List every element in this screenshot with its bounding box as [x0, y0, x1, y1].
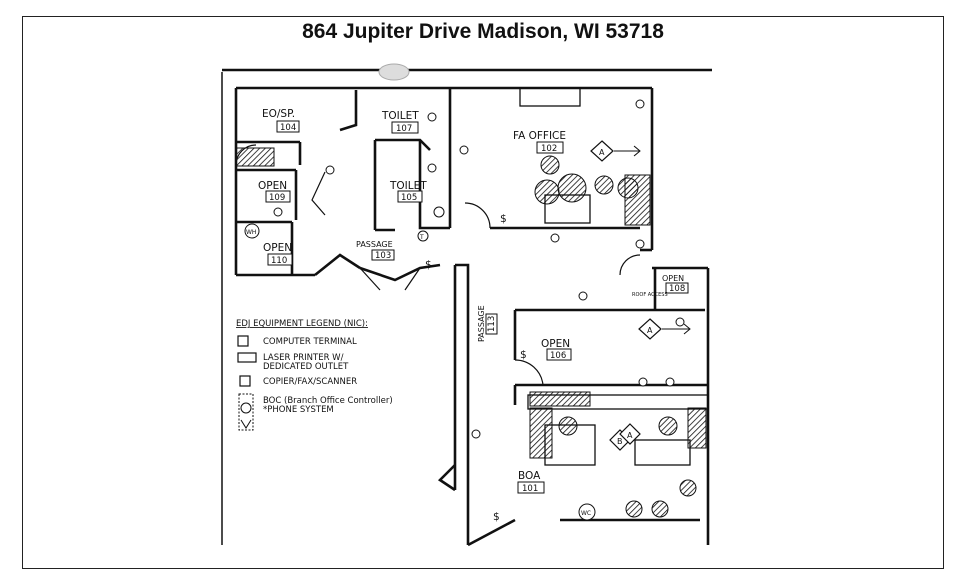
marker-a-label: A: [599, 148, 605, 157]
marker-a3-label: A: [627, 431, 633, 440]
room-number-113: 113: [487, 316, 497, 332]
scan-artifact: [378, 63, 410, 81]
page-title: 864 Jupiter Drive Madison, WI 53718: [302, 20, 664, 43]
room-label-109: OPEN: [258, 180, 287, 192]
room-label-107: TOILET: [381, 110, 419, 122]
room-label-101: BOA: [518, 470, 541, 482]
room-label-106: OPEN: [541, 338, 570, 350]
legend-item-1-line2: DEDICATED OUTLET: [263, 362, 349, 372]
legend-item-3-line1: BOC (Branch Office Controller): [263, 396, 393, 406]
room-number-105: 105: [401, 193, 417, 203]
room-label-102: FA OFFICE: [513, 130, 566, 142]
equipment-legend: EDJ EQUIPMENT LEGEND (NIC): COMPUTER TER…: [236, 319, 393, 431]
room-number-109: 109: [269, 193, 285, 203]
phone-symbol: [417, 230, 429, 242]
room-number-107: 107: [396, 124, 412, 134]
room-number-104: 104: [280, 123, 296, 133]
dollar-marker-3: $: [520, 349, 527, 361]
dollar-marker-4: $: [493, 511, 500, 523]
door-swings: [235, 144, 641, 386]
legend-item-0-line1: COMPUTER TERMINAL: [263, 337, 357, 347]
dollar-marker-2: $: [425, 259, 432, 271]
marker-a2-diamond: [638, 318, 662, 340]
legend-title: EDJ EQUIPMENT LEGEND (NIC):: [236, 319, 368, 329]
water-cooler-symbol: [578, 503, 596, 521]
copier-icon: [239, 375, 251, 387]
room-number-101: 101: [522, 484, 538, 494]
marker-a3-diamond: [619, 423, 641, 445]
legend-item-3-line2: *PHONE SYSTEM: [263, 405, 334, 415]
legend-item-2-line1: COPIER/FAX/SCANNER: [263, 377, 357, 387]
phone-label: T: [419, 234, 424, 241]
marker-a2-label: A: [647, 326, 653, 335]
room-label-103: PASSAGE: [356, 240, 393, 249]
water-cooler-label: WC: [581, 510, 591, 517]
laser-printer-icon: [237, 352, 257, 363]
roof-access-label: ROOF ACCESS: [632, 292, 668, 298]
computer-terminal-icon: [237, 335, 249, 347]
fixture-symbols: [273, 99, 685, 439]
furniture-outlines: [519, 87, 709, 466]
water-heater-symbol: [244, 223, 260, 239]
water-heater-label: WH: [246, 229, 256, 236]
room-label-110: OPEN: [263, 242, 292, 254]
room-number-106: 106: [550, 351, 566, 361]
room-label-104: EO/SP.: [262, 108, 295, 120]
room-number-103: 103: [375, 251, 391, 261]
room-label-113: PASSAGE: [477, 305, 486, 342]
marker-a-diamond: [590, 140, 614, 162]
legend-item-1-line1: LASER PRINTER W/: [263, 353, 344, 363]
room-number-108: 108: [669, 284, 685, 294]
marker-b-label: B: [617, 437, 623, 446]
room-label-105: TOILET: [389, 180, 427, 192]
dollar-marker-1: $: [500, 213, 507, 225]
walls: [221, 68, 712, 547]
room-label-108: OPEN: [662, 274, 684, 283]
room-number-110: 110: [271, 256, 287, 266]
floor-plan-frame: [22, 16, 944, 569]
room-number-102: 102: [541, 144, 557, 154]
